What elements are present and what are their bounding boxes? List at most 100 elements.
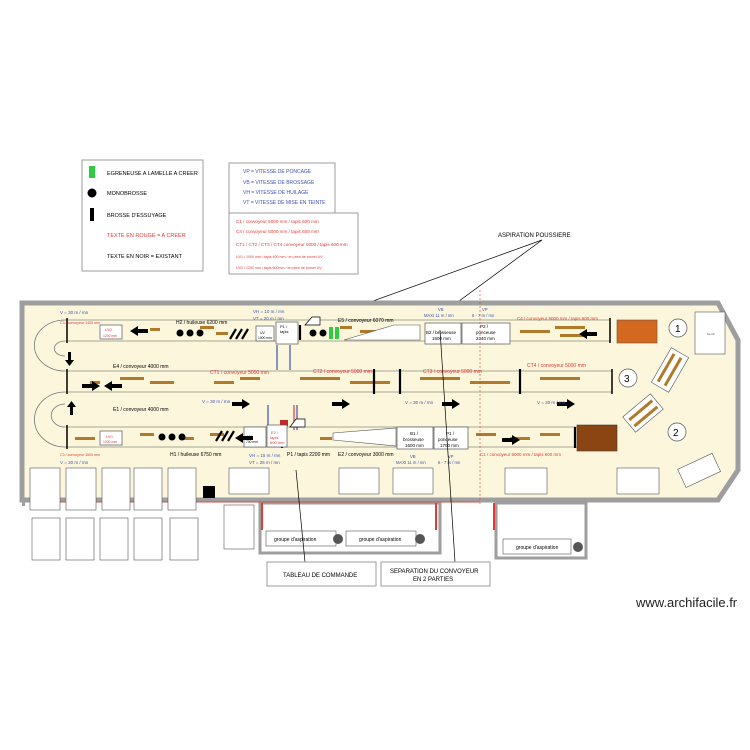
label-p1-top: P1 / bbox=[280, 324, 288, 329]
label-e5: E5 / convoyeur 6070 mm bbox=[338, 318, 394, 324]
label-vp-bottom-val: 6 - 7 m / mn bbox=[438, 460, 461, 465]
aspiration-unit-1: groupe d'aspiration bbox=[274, 537, 317, 543]
aspiration-units: groupe d'aspiration groupe d'aspiration … bbox=[265, 530, 583, 555]
hoods bbox=[289, 316, 321, 428]
arrow-right-icon bbox=[557, 399, 575, 409]
label-p2-size: 2340 mm bbox=[476, 336, 495, 341]
speed-vt: VT = VITESSE DE MISE EN TEINTE bbox=[243, 200, 326, 206]
label-b1: B1 / bbox=[410, 431, 419, 436]
spec-uv1: UV1 / 1000 mm / tapis 400 mm / en plexi … bbox=[236, 255, 323, 259]
label-c3-bottom: C3 / convoyeur 1600 mm bbox=[60, 453, 100, 457]
label-e2-tapis-2: tapis bbox=[270, 435, 278, 440]
benches bbox=[29, 467, 660, 561]
speed-vp: VP = VITESSE DE PONCAGE bbox=[243, 169, 312, 175]
legend-brosse: BROSSE D'ESSUYAGE bbox=[107, 213, 167, 219]
bottom-callouts: TABLEAU DE COMMANDE SEPARATION DU CONVOY… bbox=[266, 290, 491, 587]
arrow-left-icon bbox=[235, 433, 253, 443]
flow-arrows bbox=[65, 326, 597, 445]
label-vt-bottom: VT = 25 m / mn bbox=[249, 460, 280, 465]
label-h1: H1 / huileuse 6750 mm bbox=[170, 452, 221, 458]
label-v-bottom-left: V = 30 m / mn bbox=[60, 460, 89, 465]
label-p2-name: ponceuse bbox=[476, 330, 496, 335]
label-vh-top: VH = 10 m / mn bbox=[253, 309, 285, 314]
watermark: www.archifacile.fr bbox=[636, 595, 738, 610]
label-vb-bottom: VB bbox=[410, 454, 416, 459]
aspiration-unit-3: groupe d'aspiration bbox=[516, 545, 559, 551]
floor-labels: V = 30 m / mn C3 / convoyeur 1400 mm UV2… bbox=[60, 307, 598, 465]
callout-tableau: TABLEAU DE COMMANDE bbox=[283, 573, 357, 579]
label-v-mid-right: V = 30 m / mn bbox=[537, 400, 566, 405]
spec-c4: C4 / convoyeur 5000 mm / tapis 600 mm bbox=[236, 229, 319, 234]
arrow-left-icon bbox=[130, 326, 148, 336]
legend-noir: TEXTE EN NOIR = EXISTANT bbox=[107, 254, 183, 260]
legend-rouge: TEXTE EN ROUGE = A CREER bbox=[107, 233, 186, 239]
legend-box: EGRENEUSE A LAMELLE A CREER MONOBROSSE B… bbox=[81, 159, 204, 272]
label-b1-size: 1600 mm bbox=[405, 443, 424, 448]
arrow-left-icon bbox=[104, 381, 122, 391]
label-b1-name: brosseuse bbox=[403, 437, 424, 442]
label-c3-top: C3 / convoyeur 1400 mm bbox=[60, 321, 100, 325]
label-p2: P2 / bbox=[480, 324, 489, 329]
label-v-mid-center: V = 30 m / mn bbox=[405, 400, 434, 405]
arrow-up-icon bbox=[67, 401, 76, 415]
label-p1-name: ponceuse bbox=[438, 437, 458, 442]
label-uv-mid-top-size: 1000 mm bbox=[258, 336, 272, 340]
callout-separation-2: EN 2 PARTIES bbox=[413, 577, 453, 583]
label-e2-tapis: E2 / bbox=[271, 430, 279, 435]
label-uv2-top: UV2 bbox=[105, 328, 112, 332]
label-vb-top: VB bbox=[438, 307, 444, 312]
spec-c1: C1 / convoyeur 5000 mm / tapis 600 mm bbox=[236, 219, 319, 224]
label-vp-top: VP bbox=[482, 307, 488, 312]
label-c1: C1 / convoyeur 5000 mm / tapis 600 mm bbox=[480, 452, 561, 457]
label-b2: B2 / brosseuse bbox=[426, 330, 457, 335]
label-h2: H2 / huileuse 6200 mm bbox=[176, 320, 227, 326]
arrow-right-icon bbox=[232, 399, 250, 409]
callout-aspiration: ASPIRATION POUSSIERE bbox=[498, 233, 571, 239]
hoppers bbox=[332, 324, 421, 447]
label-e2-conv: E2 / convoyeur 3000 mm bbox=[338, 452, 394, 458]
label-ct2: CT2 / convoyeur 5000 mm bbox=[313, 369, 372, 375]
label-ct3: CT3 / convoyeur 5000 mm bbox=[423, 369, 482, 375]
label-vp-top-val: 6 - 7 m / mn bbox=[472, 313, 495, 318]
label-vb-bottom-val: MAXI 11 m / mn bbox=[396, 460, 426, 465]
label-vt-top: VT = 20 m / mn bbox=[253, 316, 284, 321]
label-vh-bottom: VH = 15 m / mn bbox=[249, 453, 281, 458]
arrow-right-icon bbox=[332, 399, 350, 409]
label-vp-bottom: VP bbox=[448, 454, 454, 459]
arrow-right-icon bbox=[82, 381, 100, 391]
speed-vh: VH = VITESSE DE HUILAGE bbox=[243, 190, 309, 196]
egreneuse-symbol bbox=[89, 166, 95, 178]
label-p1-size: 1700 mm bbox=[440, 443, 459, 448]
monobrosses bbox=[158, 329, 327, 441]
label-ct1: CT1 / convoyeur 5000 mm bbox=[210, 370, 269, 376]
station-3: 3 bbox=[624, 374, 630, 385]
label-p1-top-2: tapis bbox=[280, 329, 288, 334]
spec-ct: CT1 / CT2 / CT3 / CT4 convoyeur 5000 / t… bbox=[236, 242, 348, 247]
label-ct4: CT4 / convoyeur 5000 mm bbox=[527, 363, 586, 369]
svg-text:bench: bench bbox=[707, 332, 716, 336]
label-e4: E4 / convoyeur 4000 mm bbox=[113, 364, 169, 370]
label-uv2-top-size: 1200 mm bbox=[103, 334, 117, 338]
station-2: 2 bbox=[673, 428, 679, 439]
right-machines: bench 1 3 2 bbox=[576, 311, 726, 488]
label-e1: E1 / convoyeur 4000 mm bbox=[113, 407, 169, 413]
label-v-top-left: V = 30 m / mn bbox=[60, 310, 89, 315]
label-uv1-bottom: UV1 bbox=[106, 435, 113, 439]
label-p1-bottom-tapis: P1 / tapis 2200 mm bbox=[287, 452, 330, 458]
label-e2-tapis-3: 600 mm bbox=[270, 440, 285, 445]
speed-vb: VB = VITESSE DE BROSSAGE bbox=[243, 180, 315, 186]
legend-monobrosse: MONOBROSSE bbox=[107, 191, 147, 197]
spec-uv2: UV2 / 1200 mm / tapis 600mm / en plexi d… bbox=[236, 266, 322, 270]
left-curves bbox=[34, 319, 66, 448]
arrow-left-icon bbox=[579, 329, 597, 339]
label-uv1-bottom-size: 1000 mm bbox=[103, 440, 117, 444]
egreneuses bbox=[329, 327, 339, 339]
arrow-right-icon bbox=[442, 399, 460, 409]
arrow-right-icon bbox=[502, 435, 520, 445]
label-v-mid-left: V = 30 m / mn bbox=[202, 399, 231, 404]
arrow-down-icon bbox=[65, 352, 74, 366]
label-c4: C4 / convoyeur 5000 mm / tapis 600 mm bbox=[517, 316, 598, 321]
brosse-symbol bbox=[90, 208, 94, 221]
speed-legend-box: VP = VITESSE DE PONCAGE VB = VITESSE DE … bbox=[228, 162, 336, 214]
building bbox=[19, 300, 741, 506]
